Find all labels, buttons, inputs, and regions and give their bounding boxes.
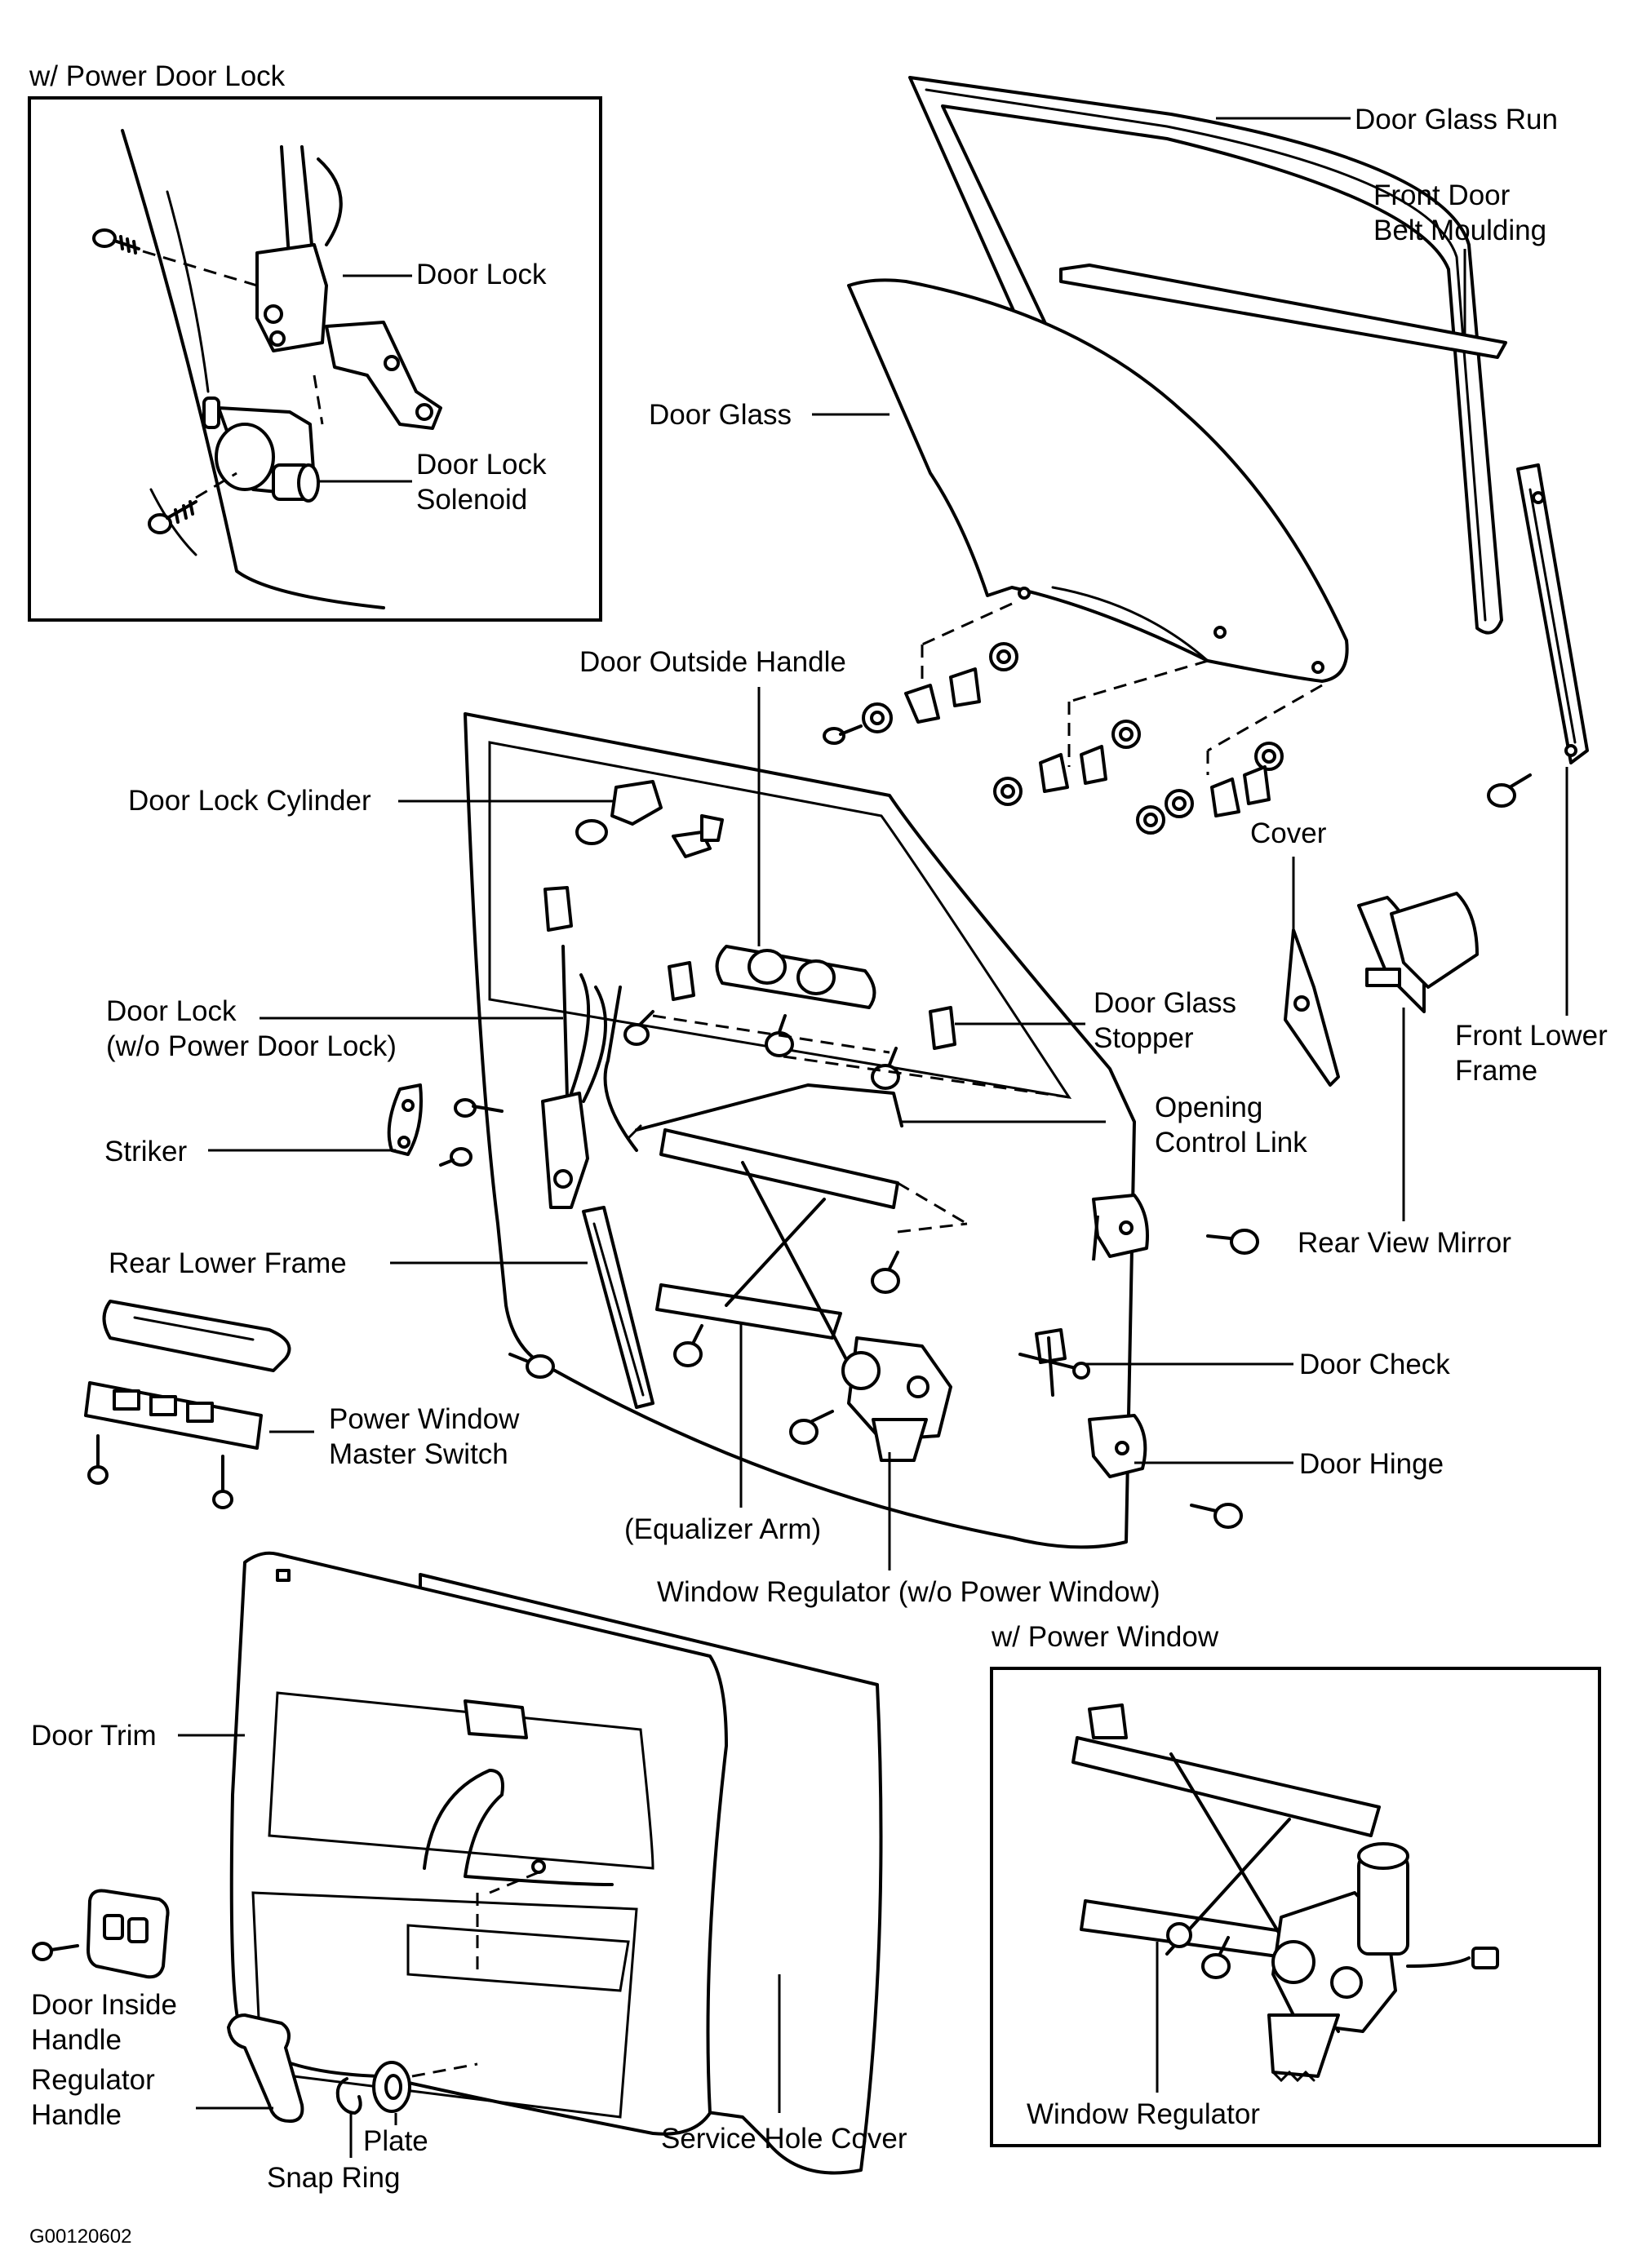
label-rear-view-mirror: Rear View Mirror — [1298, 1227, 1511, 1259]
label-service-hole-cover: Service Hole Cover — [661, 2123, 907, 2155]
door-check-part — [1018, 1328, 1090, 1397]
door-lock-cylinder-part — [398, 780, 724, 858]
power-window-master-switch-part — [84, 1300, 314, 1509]
door-trim-part — [229, 1551, 883, 2175]
glass-mount-clips — [823, 602, 1323, 835]
door-glass-part — [847, 278, 1349, 683]
door-shell-part — [464, 712, 1136, 1549]
label-door-glass: Door Glass — [649, 399, 792, 431]
opening-control-link-part — [627, 1083, 903, 1140]
bolt-icon — [823, 724, 863, 745]
label-door-lock-solenoid: Door Lock Solenoid — [416, 449, 547, 516]
bolt-icon — [673, 1324, 703, 1367]
label-door-lock-wo-power: Door Lock (w/o Power Door Lock) — [106, 995, 397, 1062]
screw-icon — [92, 228, 140, 255]
label-door-hinge: Door Hinge — [1299, 1448, 1444, 1480]
label-door-lock: Door Lock — [416, 259, 547, 290]
door-inside-handle-part — [32, 1889, 170, 1979]
screw-icon — [87, 1434, 109, 1485]
label-door-glass-stopper: Door Glass Stopper — [1094, 987, 1237, 1054]
label-front-door-belt-moulding: Front Door Belt Moulding — [1373, 179, 1547, 246]
bolt-icon — [454, 1098, 504, 1118]
bolt-icon — [871, 1251, 900, 1294]
label-opening-control-link: Opening Control Link — [1155, 1092, 1307, 1158]
window-regulator-part — [655, 1128, 968, 1462]
label-power-window-master-switch: Power Window Master Switch — [329, 1403, 520, 1470]
bolt-icon — [1190, 1503, 1243, 1529]
label-door-check: Door Check — [1299, 1349, 1450, 1380]
front-door-belt-moulding-part — [1059, 264, 1507, 359]
label-window-regulator: Window Regulator — [1027, 2098, 1260, 2130]
cover-part — [1284, 857, 1340, 1087]
figure-id: G00120602 — [29, 2226, 132, 2248]
bolt-icon — [789, 1410, 834, 1445]
label-snap-ring: Snap Ring — [267, 2162, 401, 2194]
label-striker: Striker — [104, 1136, 188, 1167]
label-door-glass-run: Door Glass Run — [1355, 104, 1558, 135]
bolt-icon — [623, 1010, 654, 1046]
power-window-inset — [990, 1667, 1601, 2147]
bolt-icon — [1206, 1229, 1259, 1255]
bolt-icon — [871, 1047, 900, 1090]
door-lock-part — [255, 243, 442, 430]
label-door-inside-handle: Door Inside Handle — [31, 1989, 177, 2056]
door-lock-solenoid-part — [202, 396, 320, 503]
power-door-lock-inset — [28, 96, 602, 622]
label-regulator-handle: Regulator Handle — [31, 2064, 155, 2131]
regulator-handle-part — [196, 2013, 304, 2123]
door-hinge-lower-part — [1088, 1414, 1147, 1478]
door-lock-rods — [541, 945, 638, 1209]
door-outside-handle-part — [715, 687, 876, 1009]
plate-part — [372, 2061, 478, 2125]
bolt-icon — [508, 1353, 555, 1379]
door-hinge-upper-part — [1092, 1194, 1149, 1261]
bolt-icon — [1201, 1936, 1231, 1979]
striker-part — [387, 1083, 504, 1167]
snap-ring-part — [335, 2077, 362, 2158]
label-rear-lower-frame: Rear Lower Frame — [109, 1247, 347, 1279]
inset-title-power-window: w/ Power Window — [992, 1621, 1219, 1653]
rear-lower-frame-part — [582, 1206, 654, 1409]
screw-icon — [148, 500, 197, 534]
bolt-icon — [1487, 773, 1532, 808]
screw-icon — [32, 1942, 79, 1961]
label-door-trim: Door Trim — [31, 1720, 157, 1752]
bolt-icon — [765, 1014, 794, 1057]
rear-view-mirror-part — [1357, 892, 1479, 1221]
label-cover: Cover — [1250, 817, 1327, 849]
label-door-outside-handle: Door Outside Handle — [579, 646, 846, 678]
door-glass-run-part — [908, 76, 1503, 635]
label-equalizer-arm: (Equalizer Arm) — [624, 1513, 822, 1545]
label-front-lower-frame: Front Lower Frame — [1455, 1020, 1608, 1087]
inset-title-power-door-lock: w/ Power Door Lock — [29, 60, 286, 92]
screw-icon — [212, 1455, 233, 1509]
label-window-regulator-wo-power: Window Regulator (w/o Power Window) — [657, 1576, 1160, 1608]
label-door-lock-cylinder: Door Lock Cylinder — [128, 785, 371, 817]
bolt-icon — [439, 1147, 473, 1167]
front-lower-frame-part — [1487, 463, 1589, 808]
label-plate: Plate — [363, 2125, 428, 2157]
